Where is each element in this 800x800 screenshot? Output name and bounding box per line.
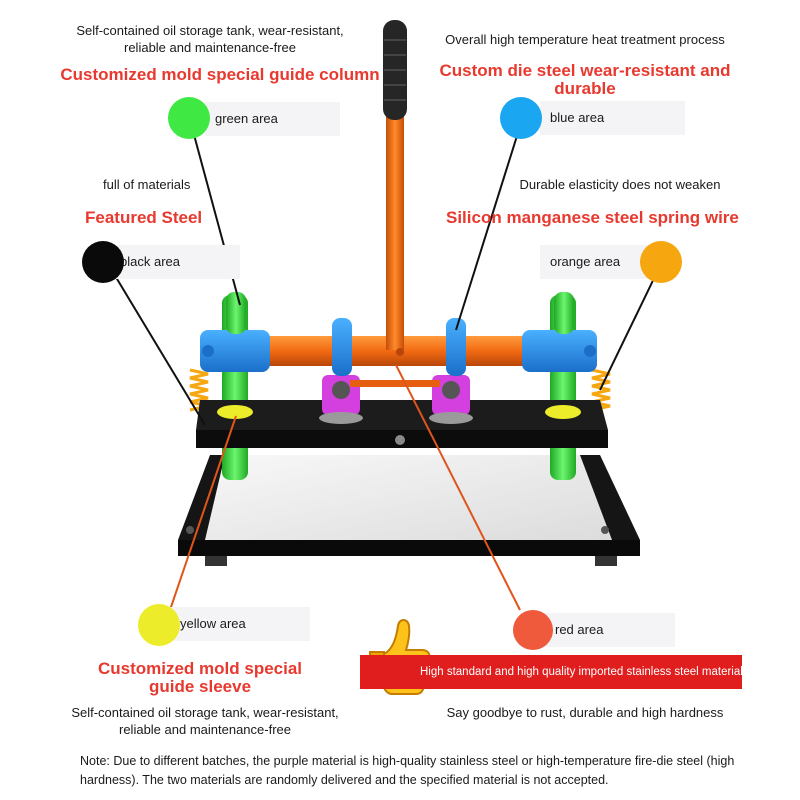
blue-heading: Custom die steel wear-resistant and dura… [439,61,731,98]
leader-orange [599,265,661,391]
leader-red [395,364,521,611]
orange-desc: Durable elasticity does not weaken [519,177,721,192]
vertical-handle [386,110,404,350]
blue-collar-left [332,318,352,376]
red-label: red area [545,613,675,647]
green-desc: Self-contained oil storage tank, wear-re… [76,23,344,55]
blue-clamp-right [522,330,597,372]
yellow-desc: Self-contained oil storage tank, wear-re… [71,705,339,737]
orange-heading: Silicon manganese steel spring wire [446,208,739,227]
green-label: green area [205,102,340,136]
leader-blue [455,119,523,331]
black-desc: full of materials [103,177,191,192]
red-swatch [513,610,553,650]
yellow-swatch [138,604,180,646]
green-swatch [168,97,210,139]
blue-swatch [500,97,542,139]
leader-yellow [169,415,237,611]
material-note: Note: Due to different batches, the purp… [80,754,735,787]
orange-swatch [640,241,682,283]
guide-sleeve-right [545,405,581,419]
blue-collar-right [446,318,466,376]
black-label: black area [110,245,240,279]
spring-left [189,368,209,412]
blue-label: blue area [540,101,685,135]
yellow-label: yellow area [170,607,310,641]
purple-part-right [429,375,473,424]
blue-desc: Overall high temperature heat treatment … [445,32,725,47]
guide-sleeve-left [217,405,253,419]
pressing-plate [196,400,608,430]
yellow-heading: Customized mold special guide sleeve [97,659,303,696]
base-foot-right [595,556,617,566]
green-heading: Customized mold special guide column [60,65,380,84]
black-swatch [82,241,124,283]
leader-lines [107,119,661,611]
leader-black [107,263,206,426]
red-desc: Say goodbye to rust, durable and high ha… [446,705,724,720]
blue-clamp-left [200,330,270,372]
base-foot-left [205,556,227,566]
base-front-edge [178,540,640,556]
red-banner: High standard and high quality imported … [360,655,743,689]
white-work-plate [205,455,612,540]
black-heading: Featured Steel [85,208,203,227]
